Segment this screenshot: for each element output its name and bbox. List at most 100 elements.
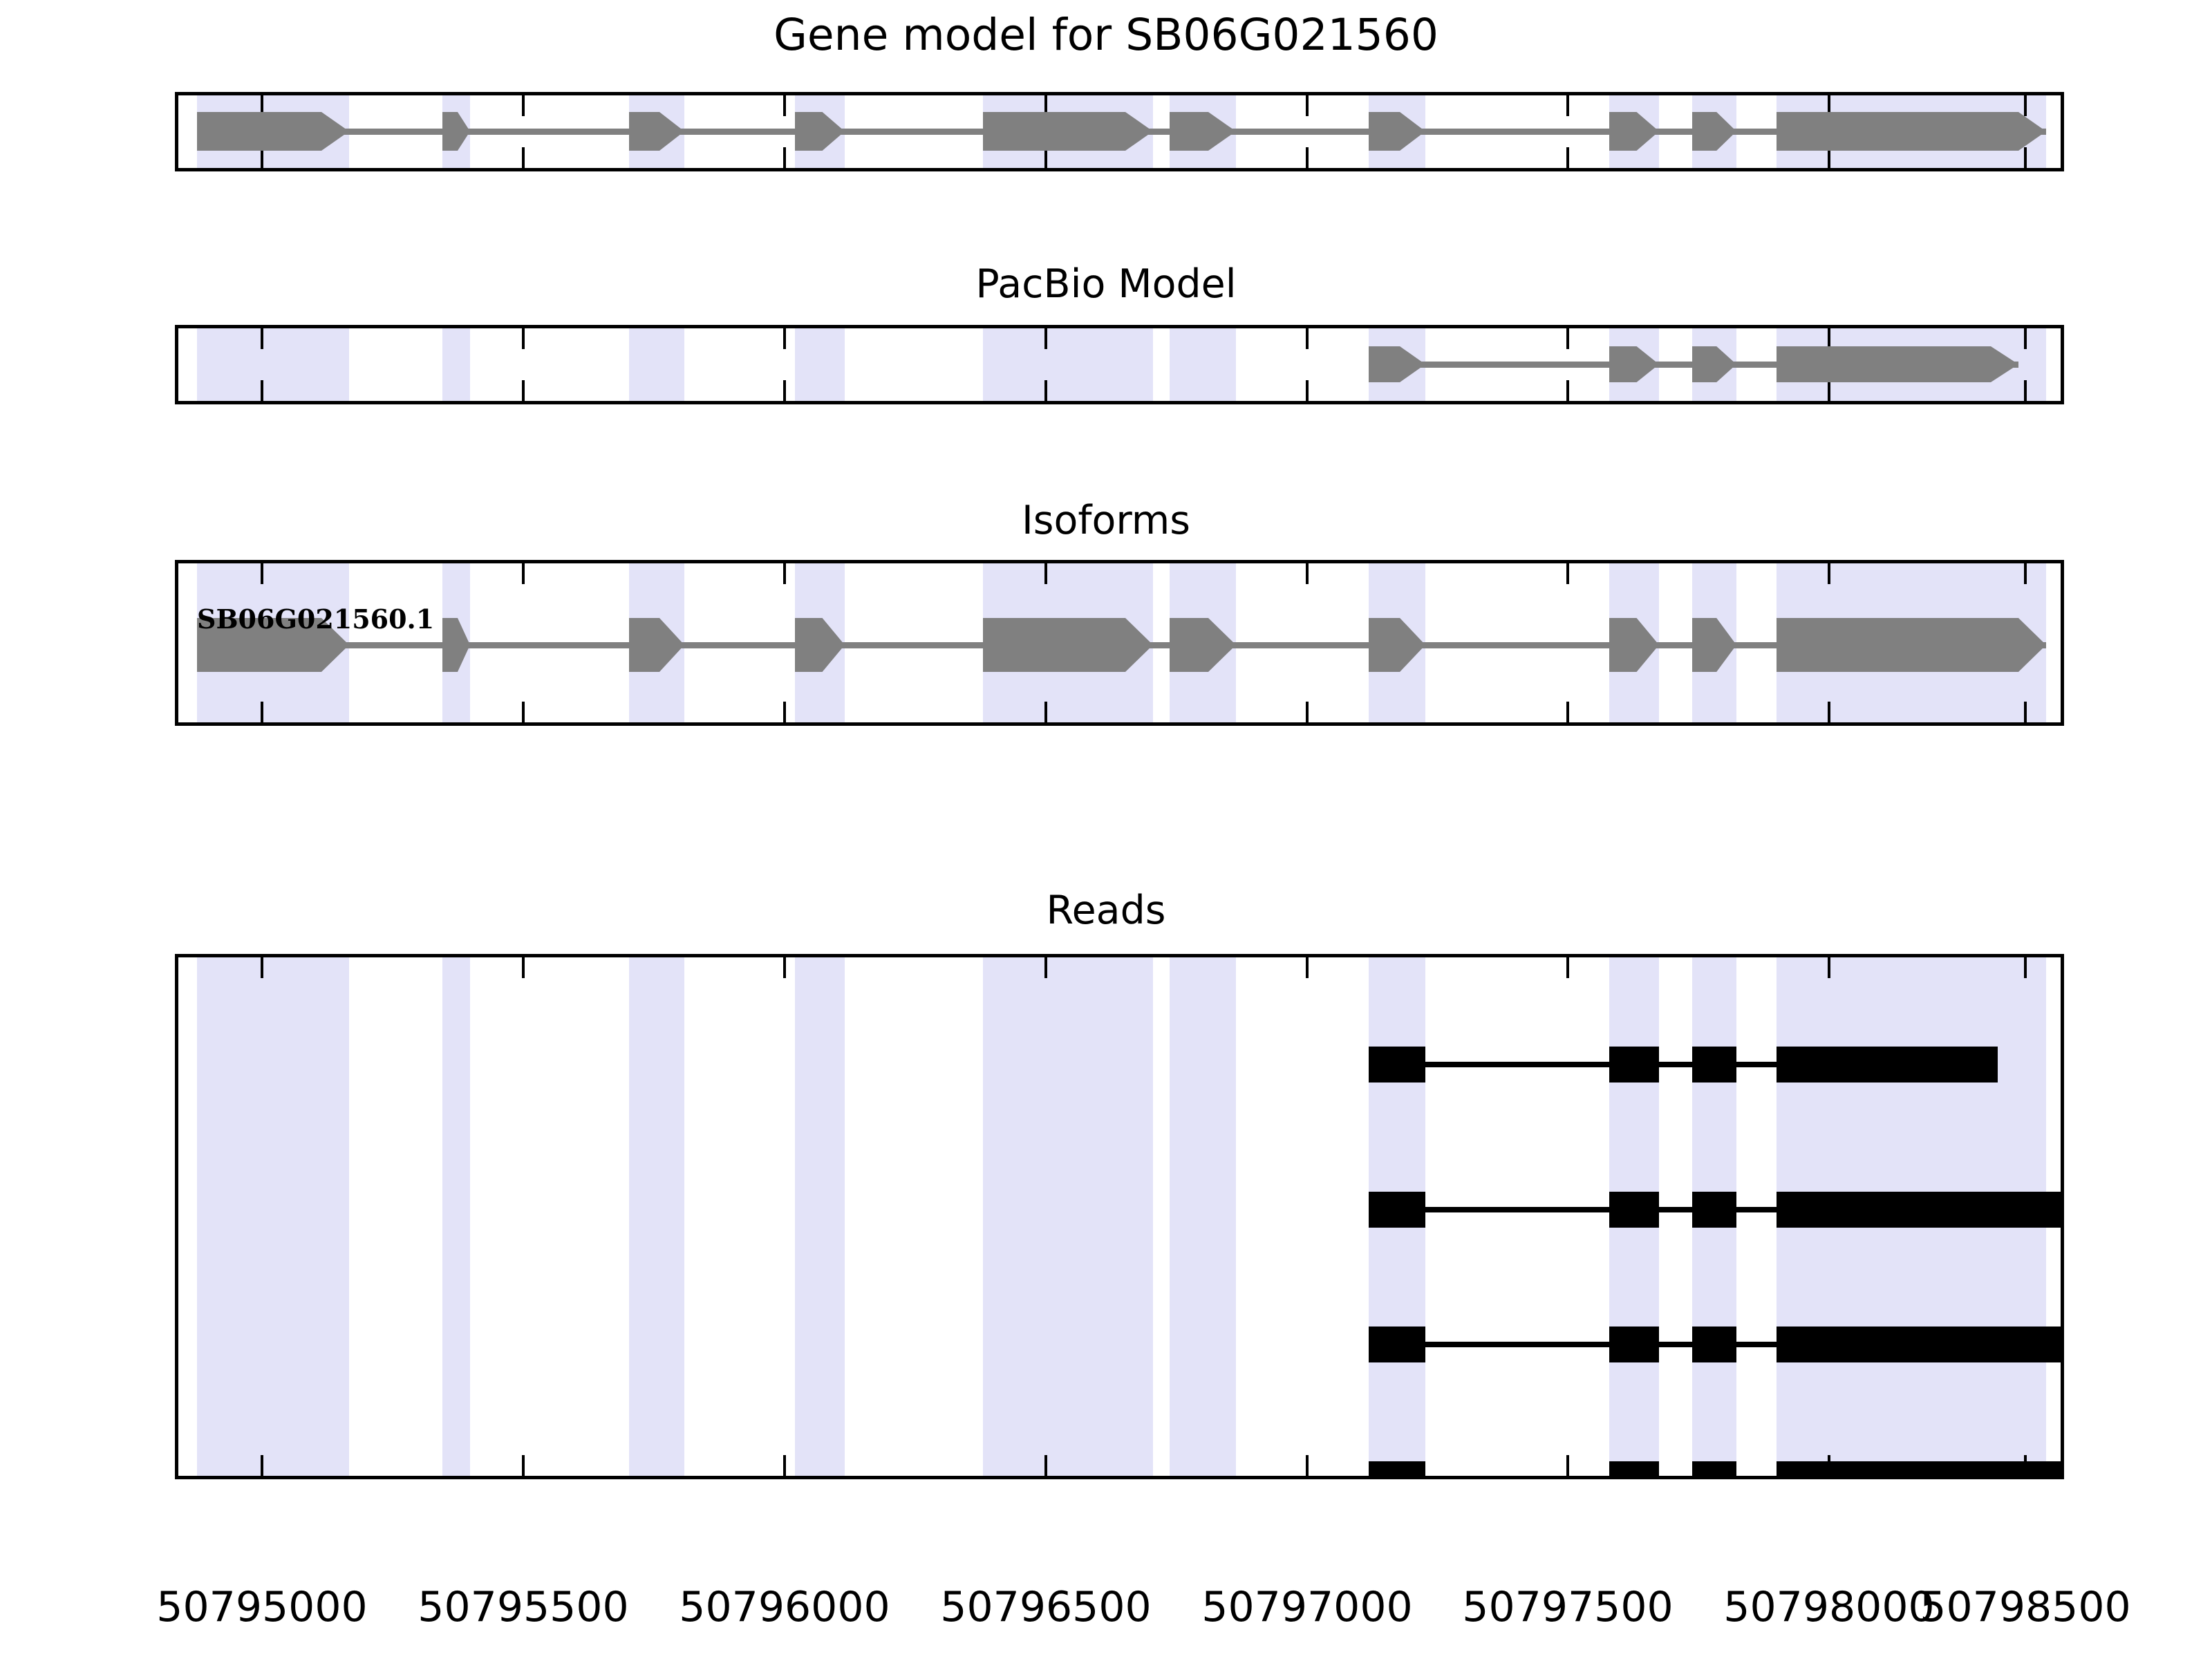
axis-tick [1306, 563, 1309, 584]
axis-tick [783, 702, 786, 722]
axis-tick [261, 380, 263, 401]
axis-tick [1306, 328, 1309, 349]
read-intron-line [1369, 1477, 2064, 1479]
gene-model-plot-area [178, 95, 2061, 168]
track-reads[interactable] [175, 954, 2064, 1479]
axis-tick [1044, 380, 1047, 401]
axis-tick [1566, 702, 1569, 722]
read-exon-block[interactable] [1777, 1192, 2061, 1228]
read-exon-block[interactable] [1777, 1047, 1998, 1082]
highlight-band [442, 957, 470, 1476]
track-pacbio-model[interactable] [175, 325, 2064, 404]
read-exon-block[interactable] [1609, 1461, 1659, 1476]
axis-tick [1306, 380, 1309, 401]
read-exon-block[interactable] [1369, 1047, 1425, 1082]
axis-tick [783, 380, 786, 401]
axis-tick [1044, 147, 1047, 168]
axis-tick [261, 702, 263, 722]
highlight-band [1170, 328, 1236, 401]
axis-tick [783, 1455, 786, 1476]
highlight-band [629, 328, 684, 401]
axis-tick [1566, 380, 1569, 401]
highlight-band [795, 957, 845, 1476]
axis-tick [1044, 1455, 1047, 1476]
track-gene-model[interactable] [175, 92, 2064, 171]
axis-tick [261, 147, 263, 168]
highlight-band [197, 328, 349, 401]
exon-block[interactable] [197, 112, 349, 151]
isoforms-plot-area: SB06G021560.1 [178, 563, 2061, 722]
axis-tick [1306, 1455, 1309, 1476]
read-intron-line [1369, 1062, 1998, 1067]
axis-tick [1828, 563, 1830, 584]
axis-tick [783, 563, 786, 584]
axis-tick [1566, 1455, 1569, 1476]
exon-block[interactable] [1777, 346, 2018, 382]
axis-tick [1044, 95, 1047, 116]
axis-tick [1828, 957, 1830, 978]
read-exon-block[interactable] [1777, 1461, 2061, 1476]
axis-tick [1306, 147, 1309, 168]
read-exon-block[interactable] [1369, 1461, 1425, 1476]
axis-tick [522, 563, 525, 584]
x-axis-tick-label: 50797500 [1462, 1583, 1674, 1631]
highlight-band [983, 957, 1153, 1476]
axis-tick [1828, 702, 1830, 722]
axis-tick [1566, 95, 1569, 116]
x-axis-tick-label: 50796000 [679, 1583, 890, 1631]
axis-tick [522, 328, 525, 349]
x-axis-tick-label: 50797000 [1201, 1583, 1413, 1631]
exon-block[interactable] [983, 112, 1153, 151]
axis-tick [261, 563, 263, 584]
track-isoforms[interactable]: SB06G021560.1 [175, 560, 2064, 726]
read-exon-block[interactable] [1692, 1327, 1736, 1362]
read-exon-block[interactable] [1609, 1047, 1659, 1082]
highlight-band [795, 328, 845, 401]
axis-tick [1044, 328, 1047, 349]
exon-block[interactable] [1777, 618, 2046, 672]
axis-tick [261, 328, 263, 349]
axis-tick [1566, 957, 1569, 978]
read-exon-block[interactable] [1692, 1192, 1736, 1228]
pacbio-plot-area [178, 328, 2061, 401]
axis-tick [1306, 95, 1309, 116]
axis-tick [2024, 328, 2027, 349]
reads-title: Reads [1046, 888, 1166, 933]
axis-tick [2024, 147, 2027, 168]
highlight-band [442, 328, 470, 401]
axis-tick [2024, 95, 2027, 116]
axis-tick [783, 147, 786, 168]
axis-tick [1566, 147, 1569, 168]
axis-tick [522, 957, 525, 978]
exon-block[interactable] [1777, 112, 2046, 151]
x-axis-tick-label: 50795000 [156, 1583, 368, 1631]
read-exon-block[interactable] [1609, 1327, 1659, 1362]
axis-tick [2024, 380, 2027, 401]
read-exon-block[interactable] [1692, 1461, 1736, 1476]
axis-tick [261, 1455, 263, 1476]
exon-block[interactable] [983, 618, 1153, 672]
axis-tick [783, 957, 786, 978]
axis-tick [1828, 95, 1830, 116]
exon-block[interactable] [197, 618, 349, 672]
isoform-label: SB06G021560.1 [197, 603, 435, 635]
read-exon-block[interactable] [1369, 1327, 1425, 1362]
read-exon-block[interactable] [1369, 1192, 1425, 1228]
highlight-band [197, 957, 349, 1476]
axis-tick [1306, 957, 1309, 978]
read-exon-block[interactable] [1609, 1192, 1659, 1228]
read-exon-block[interactable] [1777, 1327, 2061, 1362]
axis-tick [783, 95, 786, 116]
axis-tick [1306, 702, 1309, 722]
axis-tick [1828, 147, 1830, 168]
reads-plot-area [178, 957, 2061, 1476]
read-exon-block[interactable] [1692, 1047, 1736, 1082]
axis-tick [1828, 328, 1830, 349]
isoforms-title: Isoforms [1022, 498, 1190, 543]
x-axis-tick-label: 50798000 [1723, 1583, 1935, 1631]
x-axis-tick-label: 50798500 [1920, 1583, 2131, 1631]
axis-tick [522, 380, 525, 401]
axis-tick [2024, 702, 2027, 722]
axis-tick [2024, 957, 2027, 978]
